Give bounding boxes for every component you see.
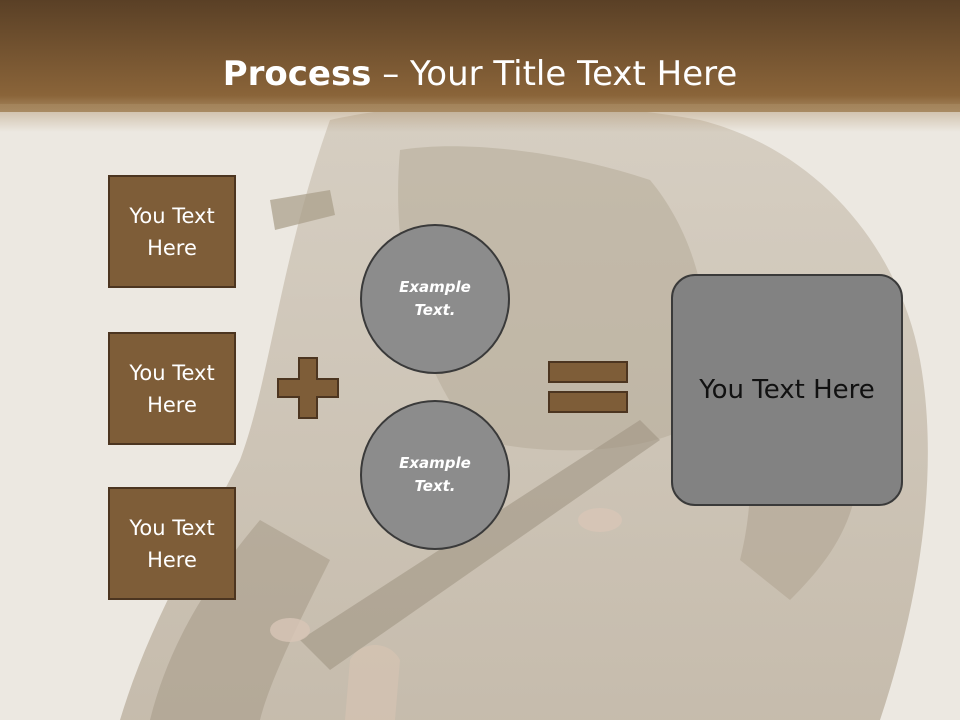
input-box-1-label: You Text Here — [129, 203, 215, 260]
input-box-1: You Text Here — [108, 175, 236, 288]
example-circle-2: Example Text. — [360, 400, 510, 550]
example-circle-2-label: Example Text. — [399, 454, 471, 495]
example-circle-1: Example Text. — [360, 224, 510, 374]
title-banner — [0, 0, 960, 112]
slide-title-rest: – Your Title Text Here — [371, 54, 738, 94]
input-box-3-label: You Text Here — [129, 515, 215, 572]
example-circle-1-label: Example Text. — [399, 278, 471, 319]
input-box-2: You Text Here — [108, 332, 236, 445]
slide-title-bold: Process — [222, 54, 372, 94]
plus-icon — [277, 357, 339, 419]
slide-title: Process – Your Title Text Here — [0, 52, 960, 96]
equals-icon — [548, 361, 628, 413]
input-box-2-label: You Text Here — [129, 360, 215, 417]
result-box: You Text Here — [671, 274, 903, 506]
input-box-3: You Text Here — [108, 487, 236, 600]
title-banner-fade — [0, 104, 960, 132]
result-box-label: You Text Here — [699, 375, 875, 405]
